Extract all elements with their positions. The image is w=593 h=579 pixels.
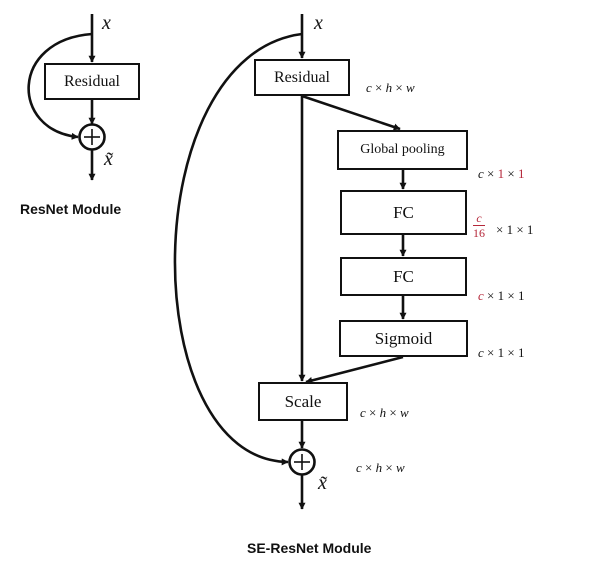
sigmoid-output-dims: c × 1 × 1 bbox=[478, 345, 525, 360]
se-output-label: x̃ bbox=[318, 472, 327, 494]
se-residual-label: Residual bbox=[274, 68, 330, 86]
pooling-output-dims: c × 1 × 1 bbox=[478, 166, 525, 181]
fc1-output-dims: × 1 × 1 bbox=[496, 222, 534, 237]
fc2-label: FC bbox=[393, 266, 414, 286]
se-residual-block: Residual bbox=[254, 59, 350, 96]
sigmoid-label: Sigmoid bbox=[374, 328, 433, 348]
se-input-label: x bbox=[314, 12, 323, 34]
fc2-output-dims: c × 1 × 1 bbox=[478, 288, 525, 303]
sum-output-dims: c × h × w bbox=[356, 460, 405, 475]
fc2-block: FC bbox=[340, 257, 467, 296]
resnet-input-label: x bbox=[102, 12, 111, 34]
residual-output-dims: c × h × w bbox=[366, 80, 415, 95]
se-skip-connection bbox=[173, 32, 303, 466]
se-resnet-caption: SE-ResNet Module bbox=[247, 540, 372, 556]
resnet-output-label: x̃ bbox=[104, 148, 113, 170]
fc1-output-fraction: c 16 bbox=[473, 211, 485, 240]
scale-label: Scale bbox=[284, 391, 322, 411]
sigmoid-to-scale-arrow bbox=[305, 355, 404, 384]
global-pooling-block: Global pooling bbox=[337, 130, 468, 170]
scale-output-dims: c × h × w bbox=[360, 405, 409, 420]
sigmoid-block: Sigmoid bbox=[339, 320, 468, 357]
resnet-skip-connection bbox=[27, 32, 93, 140]
scale-block: Scale bbox=[258, 382, 348, 421]
resnet-residual-label: Residual bbox=[64, 72, 120, 90]
fc1-label: FC bbox=[393, 202, 414, 222]
global-pooling-label: Global pooling bbox=[360, 142, 445, 157]
se-residual-to-pooling-arrow bbox=[301, 94, 401, 131]
resnet-caption: ResNet Module bbox=[20, 201, 122, 217]
fc1-block: FC bbox=[340, 190, 467, 235]
resnet-residual-block: Residual bbox=[44, 63, 140, 100]
